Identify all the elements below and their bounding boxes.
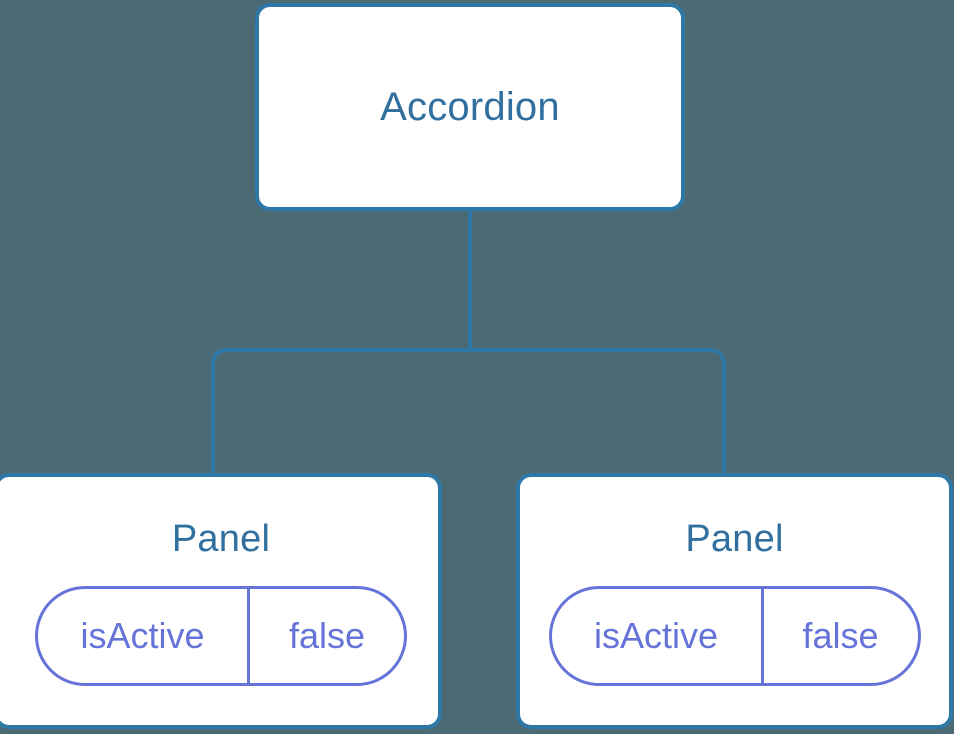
- node-title: Panel: [685, 518, 784, 560]
- prop-pill-isactive[interactable]: isActive false: [35, 586, 407, 686]
- prop-value: false: [802, 615, 879, 656]
- node-title: Panel: [171, 518, 271, 560]
- edge-root-to-right-panel: [470, 348, 726, 476]
- prop-value: false: [288, 615, 366, 656]
- prop-key: isActive: [38, 589, 250, 683]
- tree-node-panel-right[interactable]: Panel isActive false: [516, 473, 953, 729]
- tree-node-accordion[interactable]: Accordion: [255, 3, 685, 211]
- prop-pill-isactive[interactable]: isActive false: [548, 586, 921, 686]
- node-body: Panel isActive false: [0, 477, 438, 686]
- edge-root-to-left-panel: [211, 210, 472, 476]
- node-body: Panel isActive false: [520, 477, 949, 686]
- node-title: Accordion: [380, 85, 560, 129]
- tree-node-panel-left[interactable]: Panel isActive false: [0, 473, 442, 729]
- prop-key: isActive: [552, 589, 764, 683]
